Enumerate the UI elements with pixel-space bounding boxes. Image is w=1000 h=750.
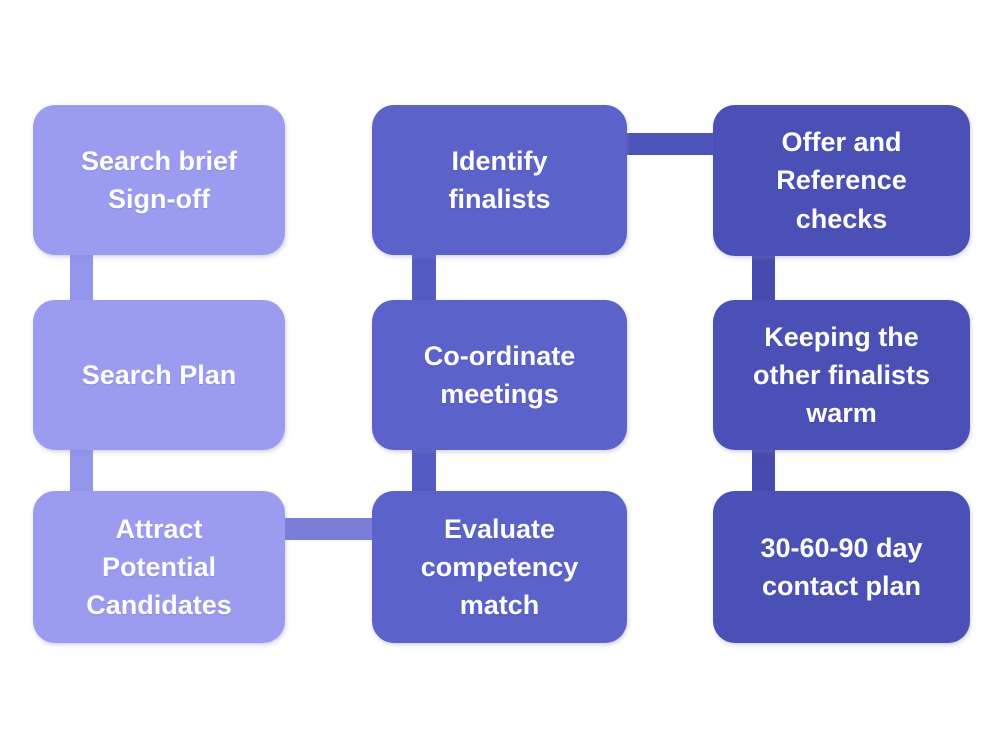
flow-step-label: Co-ordinate meetings	[423, 340, 576, 409]
flow-step-30-60-90-day-contact-plan: 30-60-90 day contact plan	[713, 491, 970, 643]
flow-step-search-brief-sign-off: Search brief Sign-off	[33, 105, 285, 255]
flow-step-offer-and-reference-checks: Offer and Reference checks	[713, 105, 970, 256]
connector-search-brief-to-search-plan	[70, 250, 93, 305]
flow-step-identify-finalists: Identify finalists	[372, 105, 627, 255]
flow-step-label: 30-60-90 day contact plan	[760, 532, 923, 601]
flow-step-label: Offer and Reference checks	[776, 127, 907, 234]
connector-coordinate-to-evaluate	[412, 445, 436, 496]
flow-step-label: Keeping the other finalists warm	[752, 321, 931, 429]
flow-step-coordinate-meetings: Co-ordinate meetings	[372, 300, 627, 450]
connector-keeping-warm-to-contact-plan	[752, 445, 775, 496]
flow-step-label: Evaluate competency match	[420, 513, 579, 621]
flow-step-label: Attract Potential Candidates	[86, 513, 232, 621]
flow-step-label: Search Plan	[81, 359, 237, 390]
connector-identify-to-coordinate	[412, 250, 436, 305]
connector-attract-to-evaluate	[280, 518, 378, 540]
flow-step-label: Identify finalists	[448, 145, 551, 214]
connector-offer-to-keeping-warm	[752, 250, 775, 305]
connector-search-plan-to-attract	[70, 445, 93, 496]
connector-identify-to-offer	[620, 133, 720, 155]
flow-step-attract-potential-candidates: Attract Potential Candidates	[33, 491, 285, 643]
flow-step-search-plan: Search Plan	[33, 300, 285, 450]
flow-step-keeping-other-finalists-warm: Keeping the other finalists warm	[713, 300, 970, 450]
flow-step-evaluate-competency-match: Evaluate competency match	[372, 491, 627, 643]
flow-step-label: Search brief Sign-off	[80, 145, 238, 214]
